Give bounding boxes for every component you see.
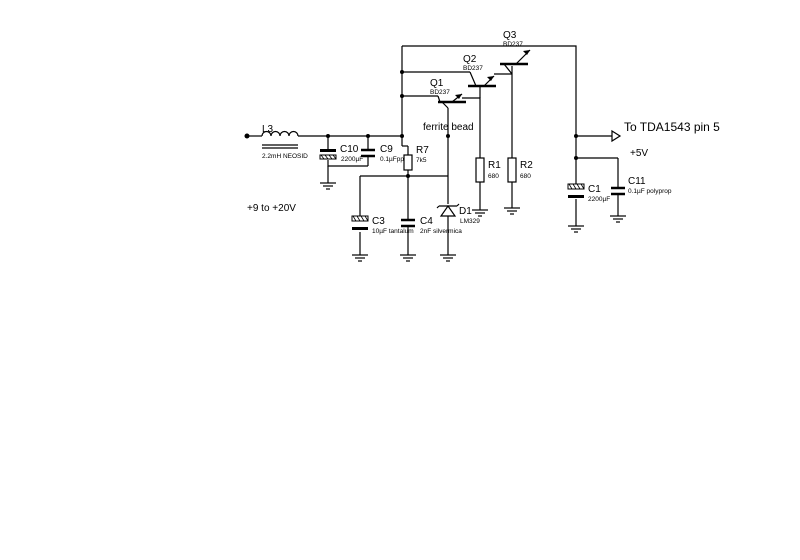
c3-ref: C3 [372,216,385,227]
output-arrow-icon [611,129,622,143]
junctions [244,70,578,178]
ground-symbol [610,215,626,223]
resistor-r1: R1 680 [475,157,501,183]
q2-value: BD237 [463,65,483,72]
q1-ref: Q1 [430,78,444,89]
input-voltage-label: +9 to +20V [247,203,296,214]
junction [400,94,404,98]
r1-ref: R1 [488,160,501,171]
c9-ref: C9 [380,144,393,155]
q1-value: BD237 [430,89,450,96]
r2-ref: R2 [520,160,533,171]
c10-ref: C10 [340,144,359,155]
c3-value: 10µF tantalum [372,228,414,235]
capacitor-c4: C4 2nF silvermica [401,216,462,235]
capacitor-c11: C11 0.1µF polyprop [611,176,672,196]
resistor-r7: R7 7k5 [403,145,429,171]
junction [400,134,404,138]
ground-symbol [400,254,416,262]
c1-ref: C1 [588,184,601,195]
l3-value: 2.2mH NEOSID [262,153,308,160]
ground-symbol [472,209,488,217]
capacitor-c3: C3 10µF tantalum [351,215,414,235]
ground-symbol [320,182,336,190]
ground-symbol [568,225,584,233]
transistor-q2: Q2 BD237 [463,54,496,98]
capacitor-c10: C10 2200µF [319,144,363,163]
r7-ref: R7 [416,145,429,156]
d1-value: LM329 [460,218,480,225]
c4-ref: C4 [420,216,433,227]
capacitor-c1: C1 2200µF [567,183,610,203]
q3-ref: Q3 [503,30,517,41]
transistor-q1: Q1 BD237 [430,78,466,109]
d1-ref: D1 [459,206,472,217]
output-voltage-label: +5V [630,148,648,159]
output-destination-label: To TDA1543 pin 5 [624,120,720,134]
r1-value: 680 [488,173,499,180]
c4-value: 2nF silvermica [420,228,462,235]
junction [400,70,404,74]
ground-symbol [440,254,456,262]
junction [326,134,330,138]
wires [247,45,619,255]
c9-value: 0.1µFpp [380,156,404,163]
r2-value: 680 [520,173,531,180]
junction [366,134,370,138]
ferrite-bead-label: ferrite bead [423,122,474,133]
junction [574,134,578,138]
transistor-q3: Q3 BD237 [500,30,531,75]
junction [446,134,450,138]
input-terminal [244,133,250,139]
c1-value: 2200µF [588,196,610,203]
q2-ref: Q2 [463,54,477,65]
ground-symbol [352,254,368,262]
ground-symbols [352,207,626,262]
c11-value: 0.1µF polyprop [628,188,672,195]
c11-ref: C11 [628,176,646,187]
l3-ref: L3 [262,124,274,135]
junction [574,156,578,160]
diode-d1: D1 LM329 [436,203,480,225]
ground-symbol [504,207,520,215]
junction [406,174,410,178]
r7-value: 7k5 [416,157,427,164]
resistor-r2: R2 680 [507,157,533,183]
c10-value: 2200µF [341,156,363,163]
capacitor-c9: C9 0.1µFpp [361,144,404,163]
inductor-l3: L3 2.2mH NEOSID [261,124,308,160]
q3-value: BD237 [503,41,523,48]
